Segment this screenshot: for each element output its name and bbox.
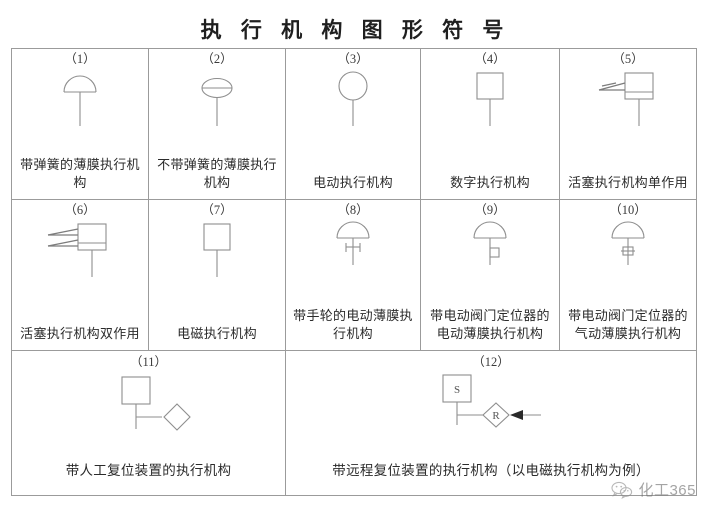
table-row: （6） 活塞执行机构双作用 （7） [11,199,697,351]
cell-number: （9） [474,203,506,217]
symbol-cell-1[interactable]: （1） 带弹簧的薄膜执行机构 [11,48,149,200]
symbol-cell-2[interactable]: （2） 不带弹簧的薄膜执行机构 [148,48,286,200]
symbol-cell-7[interactable]: （7） 电磁执行机构 [148,199,286,351]
symbol-cell-4[interactable]: （4） 数字执行机构 [420,48,560,200]
manual-reset-actuator-icon [16,371,281,433]
table-row: （1） 带弹簧的薄膜执行机构 （2） [11,48,697,200]
symbol-cell-8[interactable]: （8） 带手轮的电动薄膜执行机构 [285,199,421,351]
cell-number: （5） [612,52,644,66]
cell-label: 带电动阀门定位器的气动薄膜执行机构 [568,308,688,341]
electric-actuator-circle-icon [290,68,416,130]
cell-label: 带手轮的电动薄膜执行机构 [293,308,413,341]
piston-single-acting-icon [564,68,692,130]
cell-label: 带弹簧的薄膜执行机构 [20,157,140,190]
solenoid-actuator-square-icon [153,219,281,281]
symbol-cell-12[interactable]: （12） S R 带远程复位装置的执行机构（以电磁执行机构为例） [285,350,697,496]
diaphragm-with-electric-positioner-icon [425,219,555,269]
cell-number: （10） [609,203,647,217]
symbol-table-wrapper: （1） 带弹簧的薄膜执行机构 （2） [11,48,697,496]
cell-number: （11） [129,355,168,369]
actuator-symbol-table: （1） 带弹簧的薄膜执行机构 （2） [11,48,697,496]
symbol-cell-10[interactable]: （10） 带电动阀门定位器的气动薄膜执行机构 [559,199,697,351]
cell-number: （12） [472,355,510,369]
cell-label: 电磁执行机构 [177,326,257,341]
cell-label: 带人工复位装置的执行机构 [65,463,232,478]
cell-label: 不带弹簧的薄膜执行机构 [157,157,277,190]
diaphragm-with-spring-icon [16,68,144,130]
symbol-cell-11[interactable]: （11） 带人工复位装置的执行机构 [11,350,286,496]
cell-number: （8） [337,203,369,217]
piston-double-acting-icon [16,219,144,281]
cell-number: （7） [201,203,233,217]
cell-number: （1） [64,52,96,66]
cell-number: （4） [474,52,506,66]
table-row: （11） 带人工复位装置的执行机构 （12） [11,350,697,496]
symbol-cell-6[interactable]: （6） 活塞执行机构双作用 [11,199,149,351]
page-title: 执 行 机 构 图 形 符 号 [200,18,511,42]
diaphragm-no-spring-icon [153,68,281,130]
cell-number: （6） [64,203,96,217]
cell-label: 电动执行机构 [313,175,393,190]
diaphragm-with-handwheel-icon [290,219,416,269]
cell-label: 活塞执行机构双作用 [20,326,140,341]
digital-actuator-square-icon [425,68,555,130]
remote-reset-actuator-icon: S R [290,371,692,429]
solenoid-letter: S [454,384,460,396]
cell-label: 活塞执行机构单作用 [568,175,688,190]
cell-label: 数字执行机构 [450,175,530,190]
symbol-cell-5[interactable]: （5） 活塞执行机构单作用 [559,48,697,200]
pneumatic-diaphragm-with-positioner-icon [564,219,692,269]
cell-label: 带远程复位装置的执行机构（以电磁执行机构为例） [332,463,650,478]
cell-number: （2） [201,52,233,66]
cell-number: （3） [337,52,369,66]
symbol-cell-9[interactable]: （9） 带电动阀门定位器的电动薄膜执行机构 [420,199,560,351]
symbol-cell-3[interactable]: （3） 电动执行机构 [285,48,421,200]
cell-label: 带电动阀门定位器的电动薄膜执行机构 [430,308,550,341]
reset-letter: R [492,410,500,422]
